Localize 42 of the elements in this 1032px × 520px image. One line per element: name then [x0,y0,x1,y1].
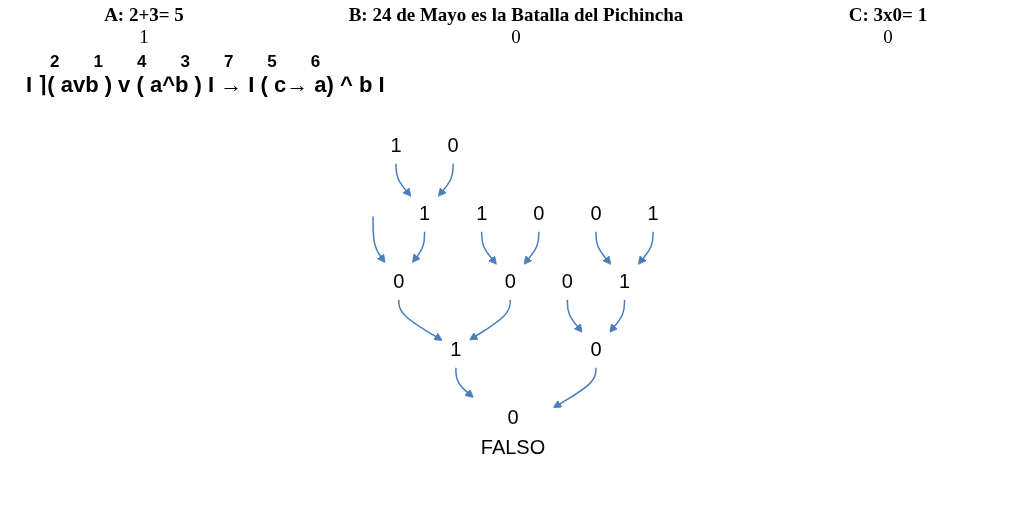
node-text: 0 [447,133,459,156]
truth-value: 1 [138,26,150,48]
node-text: 0 [562,269,574,292]
step-number: 4 [136,52,147,72]
node-text: 1 [450,337,462,360]
node-text: 1 [390,133,402,156]
step-number: 1 [93,52,103,72]
arrow [481,230,498,265]
node-text: 0 [590,201,602,224]
arrow [412,230,426,263]
step-number: 2 [50,52,60,72]
node-text: 1 [476,201,488,224]
label-text: C: 3x0= 1 [847,4,929,26]
node-text: 1 [619,269,631,292]
step-number: 5 [267,52,277,72]
truth-value: 0 [510,26,522,48]
arrow [609,298,626,333]
node-text: 1 [647,201,659,224]
step-number: 6 [310,52,321,72]
step-number: 3 [180,52,190,72]
arrow [566,298,583,333]
formula-text: I ⌉( avb ) v ( a^b ) I → I ( c→ a) ^ b I [26,72,385,97]
node-text: 0 [393,269,405,292]
arrow [437,162,455,197]
label-text: B: 24 de Mayo es la Batalla del Pichincha [347,4,685,26]
arrow [372,215,386,263]
node-text: 0 [504,269,516,292]
arrow [523,230,540,265]
arrow [637,230,654,265]
arrow [455,366,474,398]
arrow [398,298,443,341]
arrow [553,366,597,409]
node-text: 0 [533,201,545,224]
arrow [395,162,412,197]
step-number: 7 [223,52,234,72]
arrow [469,298,512,341]
node-text: 1 [419,201,431,224]
node-text: 0 [590,337,602,360]
truth-value: 0 [882,26,894,48]
label-text: A: 2+3= 5 [103,4,185,26]
arrow [595,230,612,265]
node-text: 0 FALSO [480,405,546,458]
